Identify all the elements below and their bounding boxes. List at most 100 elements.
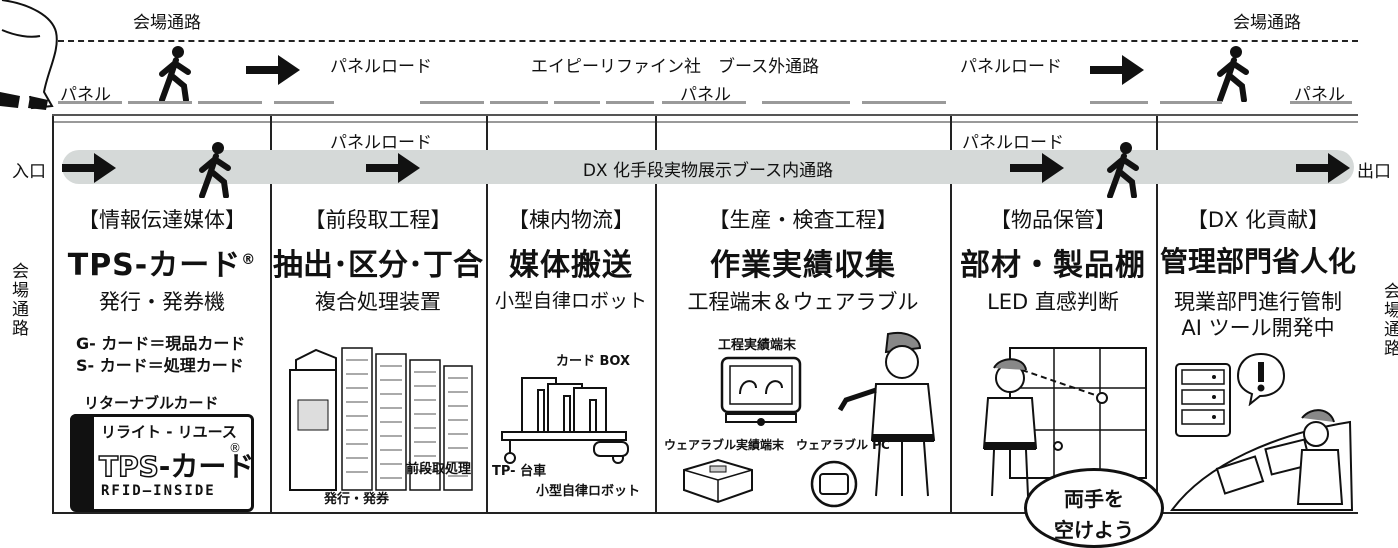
panel-segment	[58, 101, 122, 104]
panel-segment	[862, 101, 946, 104]
column-divider	[52, 116, 54, 514]
process-terminal-illustration	[720, 356, 802, 426]
col4-title: 【生産・検査工程】	[708, 208, 898, 232]
rfid-card-line3: RFID―INSIDE	[101, 483, 216, 499]
right-arrow-icon	[1010, 153, 1064, 183]
walking-person-icon	[1217, 46, 1249, 102]
booth-frame-top	[52, 114, 1358, 116]
col6-title: 【DX 化貢献】	[1186, 208, 1330, 232]
walking-person-icon	[199, 142, 231, 198]
panel-segment	[662, 101, 746, 104]
outer-aisle-boundary	[58, 40, 1358, 42]
col4-sub: 工程端末＆ウェアラブル	[687, 290, 919, 314]
right-arrow-icon	[62, 153, 116, 183]
panel-segment	[274, 101, 334, 104]
col5-sub: LED 直感判断	[987, 290, 1119, 314]
rfid-card-logo: TPS-カード	[98, 445, 255, 485]
panel-label-center: パネル	[680, 85, 731, 105]
panel-segment	[1090, 101, 1148, 104]
walking-person-icon	[1107, 142, 1139, 198]
column-divider	[950, 116, 952, 514]
left-aisle-label: 会場通路	[8, 262, 28, 338]
col1-main: TPS-カード®	[56, 240, 268, 284]
multifunction-machine-illustration	[289, 347, 473, 491]
panel-segment	[1290, 101, 1352, 104]
panel-segment	[554, 101, 600, 104]
right-arrow-icon	[1090, 55, 1144, 85]
col3-caption-box: カード BOX	[556, 354, 631, 369]
right-arrow-icon	[1296, 153, 1350, 183]
col1-sub: 発行・発券機	[99, 290, 225, 314]
exit-label: 出口	[1357, 162, 1391, 182]
panel-segment	[1160, 101, 1222, 104]
badge-line1: 両手を	[1064, 487, 1124, 511]
rfid-card-logo-b: -カード	[158, 450, 255, 483]
right-arrow-icon	[366, 153, 420, 183]
entrance-label: 入口	[12, 162, 46, 182]
panel-segment	[420, 101, 484, 104]
right-aisle-label: 会場通路	[1380, 282, 1398, 358]
col5-main: 部材・製品棚	[960, 248, 1146, 283]
top-right-aisle-label: 会場通路	[1233, 13, 1301, 33]
outer-panel-road-left: パネルロード	[330, 57, 432, 77]
col6-sub: 現業部門進行管制	[1174, 290, 1342, 314]
col6-sub2: AI ツール開発中	[1181, 316, 1335, 340]
col4-caption-terminal: 工程実績端末	[718, 338, 797, 353]
col3-main: 媒体搬送	[509, 248, 633, 283]
col2-caption-issue: 発行・発券	[324, 492, 390, 507]
col2-sub: 複合処理装置	[315, 290, 441, 314]
column-divider	[270, 116, 272, 514]
col3-sub: 小型自律ロボット	[494, 290, 647, 312]
col2-main: 抽出･区分･丁合	[273, 248, 483, 283]
col3-caption-cart: TP- 台車	[492, 464, 547, 479]
col3-caption-robot: 小型自律ロボット	[536, 484, 641, 499]
col1-main-text: TPS-カード	[67, 248, 242, 283]
wearable-pc-illustration	[810, 460, 858, 508]
column-divider	[655, 116, 657, 514]
col2-title: 【前段取工程】	[304, 208, 452, 232]
panel-segment	[198, 101, 262, 104]
inner-panel-road-right: パネルロード	[962, 133, 1064, 153]
col1-title: 【情報伝達媒体】	[78, 208, 246, 232]
rfid-card-line1: リライト - リユース	[101, 423, 237, 441]
walking-person-icon	[159, 46, 191, 102]
col4-caption-pc: ウェアラブル PC	[796, 438, 890, 452]
exclamation-icon	[1236, 352, 1286, 406]
col1-note-g: G- カード＝現品カード	[76, 334, 246, 353]
panel-segment	[606, 101, 654, 104]
server-rack-illustration	[1175, 363, 1231, 437]
rfid-card-illustration: リライト - リユース TPS-カード ® RFID―INSIDE	[70, 414, 254, 512]
col5-title: 【物品保管】	[990, 208, 1116, 232]
corridor-label: DX 化手段実物展示ブース内通路	[582, 161, 834, 181]
booth-frame-inner	[52, 121, 1358, 123]
shelf-illustration	[982, 347, 1147, 497]
cart-robot-illustration	[501, 377, 629, 464]
column-divider	[486, 116, 488, 514]
control-desk-illustration	[1170, 409, 1354, 511]
col1-note-s: S- カード＝処理カード	[76, 356, 244, 375]
panel-segment	[490, 101, 548, 104]
panel-label-right: パネル	[1294, 85, 1345, 105]
col4-main: 作業実績収集	[710, 248, 896, 283]
col1-card-caption: リターナブルカード	[84, 394, 219, 412]
col6-main: 管理部門省人化	[1159, 245, 1356, 278]
outer-aisle-center-label: エイピーリファイン社 ブース外通路	[531, 57, 820, 77]
panel-segment	[762, 101, 850, 104]
outer-panel-road-right: パネルロード	[960, 57, 1062, 77]
col3-title: 【棟内物流】	[508, 208, 634, 232]
column-divider	[1156, 116, 1158, 514]
top-left-aisle-label: 会場通路	[133, 13, 201, 33]
booth-frame-bottom	[52, 512, 1358, 514]
badge-line2: 空けよう	[1054, 518, 1134, 542]
wearable-terminal-illustration	[683, 458, 753, 504]
panel-label-left: パネル	[60, 85, 111, 105]
col2-caption-preproc: 前段取処理	[406, 462, 472, 477]
worker-illustration	[837, 332, 936, 497]
col4-caption-wearable: ウェアラブル実績端末	[664, 438, 785, 452]
inner-panel-road-left: パネルロード	[330, 133, 432, 153]
right-arrow-icon	[246, 55, 300, 85]
person-peek-illustration	[0, 0, 58, 110]
hands-free-badge: 両手を 空けよう	[1024, 468, 1164, 548]
rfid-card-edge	[70, 414, 94, 510]
rfid-card-mark: ®	[229, 441, 241, 455]
